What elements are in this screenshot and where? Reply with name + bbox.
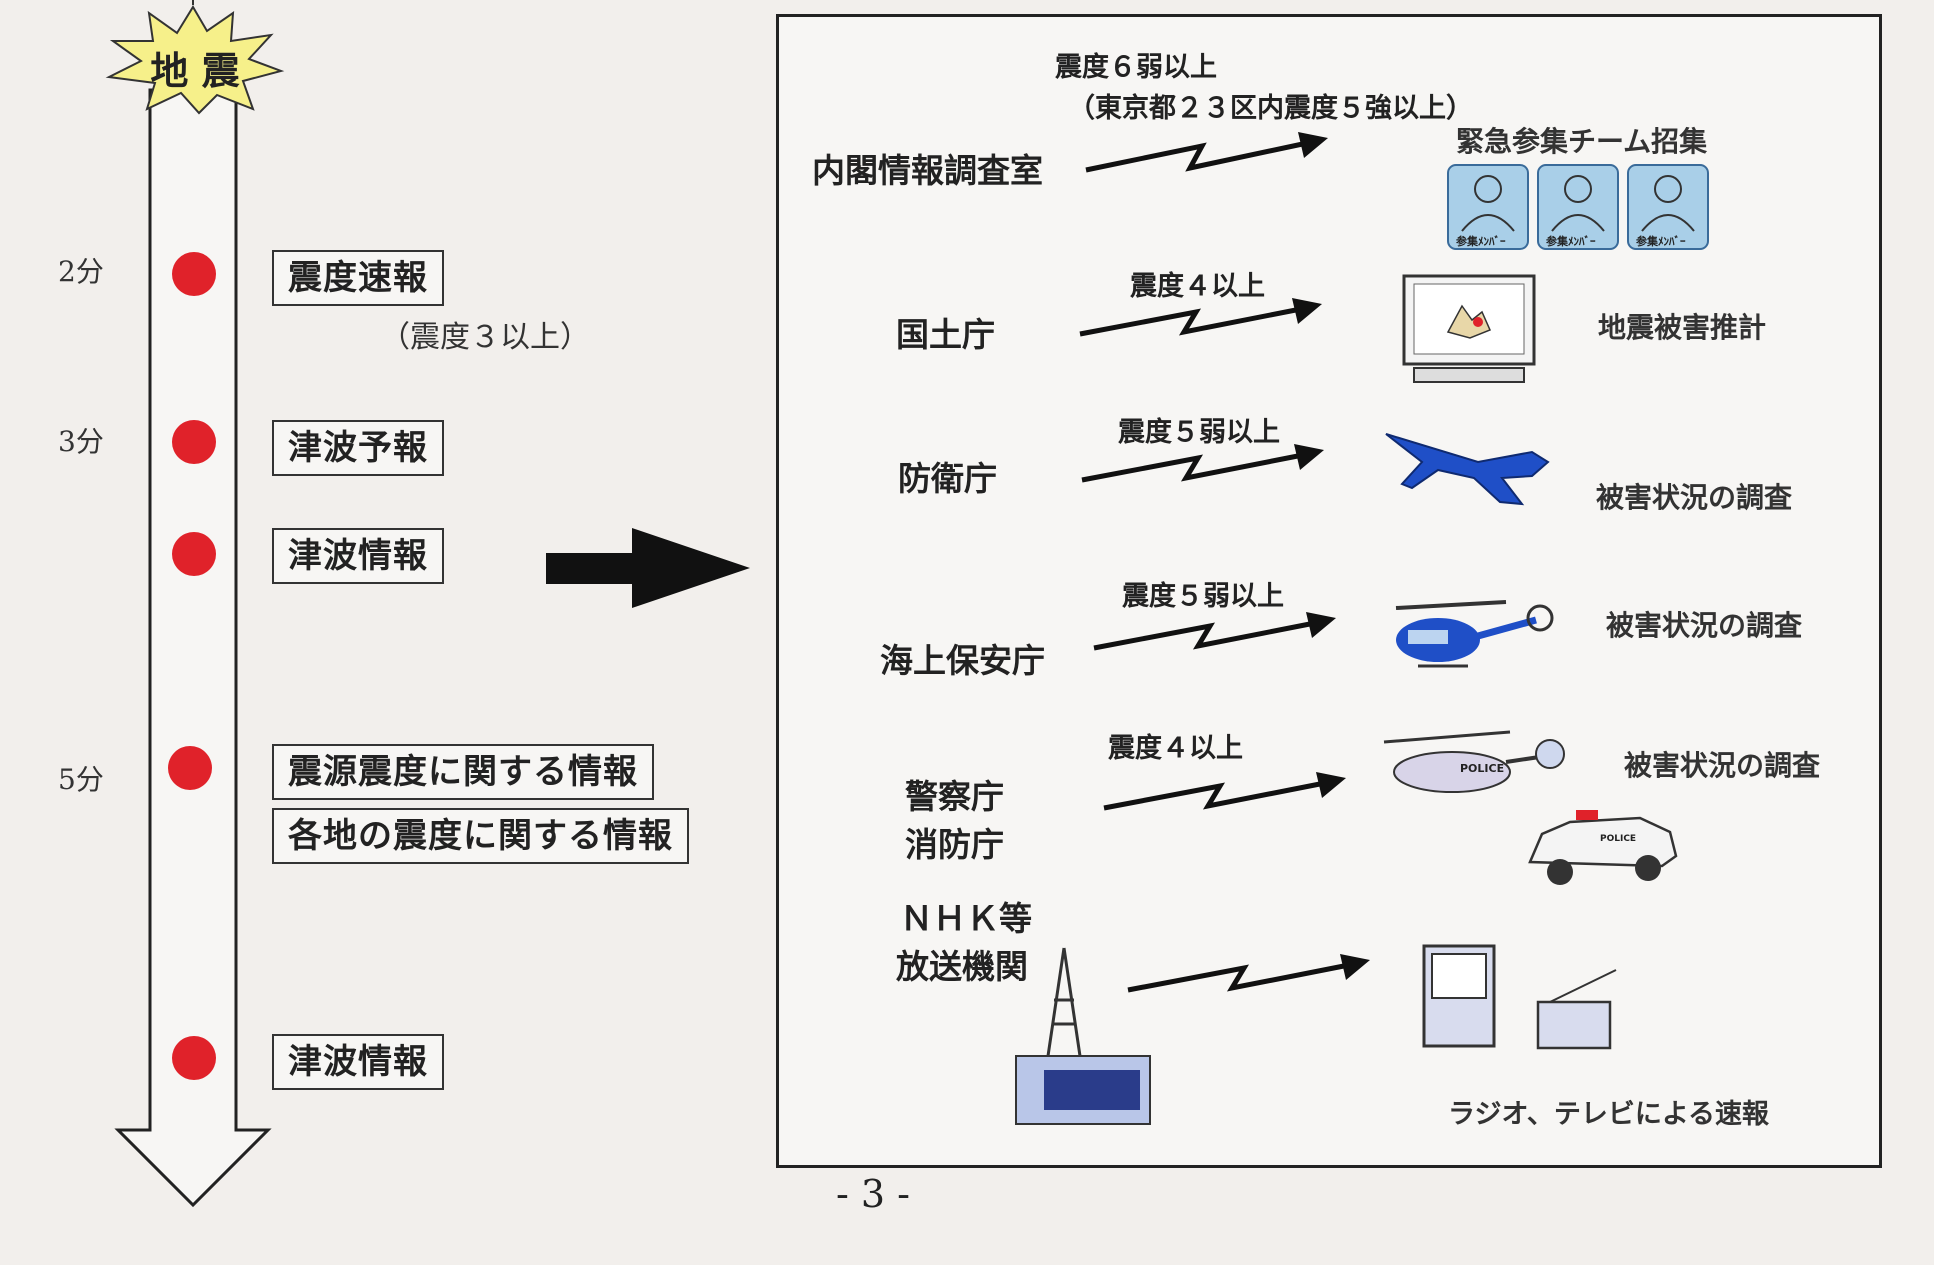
event-box-tsunami-yoho: 津波予報 (272, 420, 444, 476)
event-dot (172, 1036, 216, 1080)
action-label: 地震被害推計 (1598, 311, 1767, 344)
signal-arrow-icon (1093, 612, 1336, 651)
computer-map-icon (1402, 274, 1536, 383)
police-helicopter-and-car-icon: POLICE POLICE (1380, 722, 1680, 892)
threshold-label: 震度５弱以上 (1122, 581, 1284, 612)
agency-label-line1: ＮＨＫ等 (900, 899, 1032, 938)
action-label: 被害状況の調査 (1606, 609, 1803, 642)
event-box-tsunami-joho-2: 津波情報 (272, 1034, 444, 1090)
signal-arrow-icon (1103, 772, 1346, 811)
signal-arrow-icon (1127, 954, 1370, 993)
broadcast-tower-icon (1015, 947, 1151, 1125)
agency-label: 防衛庁 (898, 459, 997, 498)
member-tag: 参集ﾒﾝﾊﾞｰ (1636, 235, 1686, 248)
right-arrow-icon (546, 528, 750, 608)
page-number: - 3 - (836, 1172, 911, 1216)
threshold-note: （東京都２３区内震度５強以上） (1068, 93, 1473, 124)
helicopter-icon (1395, 600, 1554, 668)
threshold-label: 震度４以上 (1130, 271, 1265, 302)
police-tag: POLICE (1460, 762, 1505, 775)
agency-label-line2: 消防庁 (905, 825, 1004, 864)
action-label: 被害状況の調査 (1596, 481, 1793, 514)
agency-label: 国土庁 (896, 315, 995, 354)
event-dot (172, 420, 216, 464)
agency-label: 内閣情報調査室 (812, 151, 1043, 190)
team-members-icon: 参集ﾒﾝﾊﾞｰ 参集ﾒﾝﾊﾞｰ 参集ﾒﾝﾊﾞｰ (1446, 163, 1710, 253)
police-tag: POLICE (1600, 834, 1637, 844)
agency-label-line2: 放送機関 (896, 947, 1028, 986)
time-label-3min: 3分 (58, 425, 104, 458)
event-dot (168, 746, 212, 790)
tv-radio-icon (1422, 944, 1617, 1050)
event-dot (172, 532, 216, 576)
threshold-label: 震度４以上 (1108, 733, 1243, 764)
jet-icon (1385, 433, 1550, 506)
signal-arrow-icon (1085, 132, 1328, 173)
threshold-label: 震度６弱以上 (1055, 52, 1217, 83)
event-dot (172, 252, 216, 296)
agency-label: 海上保安庁 (880, 641, 1045, 680)
threshold-label: 震度５弱以上 (1118, 417, 1280, 448)
event-box-shindo-sokuho: 震度速報 (272, 250, 444, 306)
action-label: 被害状況の調査 (1624, 749, 1821, 782)
event-box-tsunami-joho: 津波情報 (272, 528, 444, 584)
member-tag: 参集ﾒﾝﾊﾞｰ (1546, 235, 1596, 248)
signal-arrow-icon (1081, 444, 1324, 483)
time-label-2min: 2分 (58, 255, 104, 288)
action-label: ラジオ、テレビによる速報 (1448, 1099, 1770, 1130)
earthquake-label: 地 震 (150, 48, 240, 93)
signal-arrow-icon (1079, 298, 1322, 337)
event-note: （震度３以上） (380, 320, 590, 355)
agency-label-line1: 警察庁 (905, 777, 1004, 816)
time-label-5min: 5分 (58, 763, 104, 796)
event-box-kakuchi-shindo: 各地の震度に関する情報 (272, 808, 689, 864)
member-tag: 参集ﾒﾝﾊﾞｰ (1456, 235, 1506, 248)
action-label: 緊急参集チーム招集 (1456, 125, 1708, 158)
event-box-shingen-shindo: 震源震度に関する情報 (272, 744, 654, 800)
earthquake-burst-icon (105, 0, 285, 115)
